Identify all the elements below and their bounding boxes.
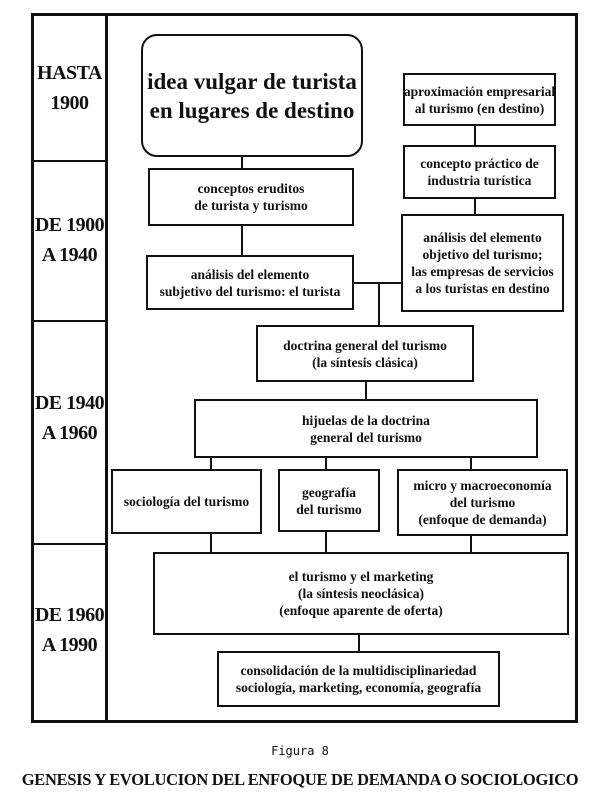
box-analisis-subjetivo: análisis del elemento subjetivo del turi… — [146, 255, 354, 310]
box-text: al turismo (en destino) — [414, 100, 545, 116]
box-text: en lugares de destino — [149, 97, 355, 123]
era-line: DE 1940 — [34, 392, 105, 414]
box-text: sociología, marketing, economía, geograf… — [235, 680, 482, 695]
era-line: 1900 — [50, 92, 90, 114]
era-line: A 1960 — [41, 422, 98, 444]
connector-line — [474, 198, 476, 215]
connector-line — [210, 458, 212, 470]
box-text: concepto práctico de — [420, 156, 539, 171]
box-text: (la síntesis neoclásica) — [298, 586, 424, 601]
period-separator — [31, 543, 107, 545]
box-text: (enfoque de demanda) — [418, 512, 547, 527]
box-text: industria turística — [427, 173, 532, 188]
box-text: consolidación de la multidisciplinarieda… — [240, 663, 477, 678]
connector-line — [470, 536, 472, 552]
era-line: DE 1960 — [34, 604, 105, 626]
box-text: geografía — [302, 484, 356, 500]
figure-label: Figura 8 — [271, 744, 329, 758]
box-concepto-practico: concepto práctico de industria turística — [403, 145, 556, 199]
box-sociologia: sociología del turismo — [111, 469, 262, 534]
box-consolidacion: consolidación de la multidisciplinarieda… — [217, 651, 500, 707]
box-hijuelas: hijuelas de la doctrina general del turi… — [194, 399, 538, 458]
connector-line — [210, 534, 212, 552]
connector-line — [241, 155, 243, 169]
box-text: del turismo — [296, 501, 362, 517]
connector-line — [358, 634, 360, 652]
box-marketing: el turismo y el marketing (la síntesis n… — [153, 552, 569, 635]
era-1900-1940: DE 1900 A 1940 — [34, 210, 105, 270]
box-text: análisis del elemento — [190, 266, 310, 282]
connector-line — [325, 458, 327, 470]
era-line: A 1990 — [41, 634, 98, 656]
box-text: a los turistas en destino — [415, 281, 550, 296]
box-text: de turista y turismo — [194, 198, 308, 213]
era-line: DE 1900 — [34, 214, 105, 236]
box-conceptos-eruditos: conceptos eruditos de turista y turismo — [148, 168, 354, 226]
era-1940-1960: DE 1940 A 1960 — [34, 388, 105, 448]
box-text: conceptos eruditos — [197, 181, 305, 196]
box-text: micro y macroeconomía — [413, 478, 552, 493]
connector-line — [474, 125, 476, 146]
connector-line — [241, 226, 243, 256]
period-separator — [31, 320, 107, 322]
box-text: hijuelas de la doctrina — [302, 412, 430, 428]
box-doctrina-general: doctrina general del turismo (la síntesi… — [256, 325, 474, 382]
box-text: sociología del turismo — [123, 494, 250, 509]
box-text: objetivo del turismo; — [422, 247, 543, 262]
era-line: HASTA — [37, 62, 102, 84]
box-text: subjetivo del turismo: el turista — [159, 283, 341, 299]
connector-line — [378, 282, 380, 326]
box-idea-vulgar: idea vulgar de turista en lugares de des… — [141, 34, 363, 157]
connector-line — [470, 458, 472, 470]
box-text: (la síntesis clásica) — [312, 354, 418, 370]
box-micro-macroeconomia: micro y macroeconomía del turismo (enfoq… — [397, 469, 568, 536]
box-text: del turismo — [449, 495, 516, 510]
box-text: aproximación empresarial — [403, 83, 556, 99]
box-text: análisis del elemento — [423, 230, 542, 245]
box-text: el turismo y el marketing — [288, 569, 434, 584]
box-text: doctrina general del turismo — [283, 337, 447, 353]
era-line: A 1940 — [41, 244, 98, 266]
box-geografia: geografía del turismo — [278, 469, 380, 532]
era-1960-1990: DE 1960 A 1990 — [34, 600, 105, 660]
connector-line — [325, 532, 327, 552]
period-separator — [31, 160, 107, 162]
figure-caption: GENESIS Y EVOLUCION DEL ENFOQUE DE DEMAN… — [21, 770, 579, 789]
diagram-frame — [31, 13, 578, 723]
connector-line — [365, 382, 367, 400]
box-text: (enfoque aparente de oferta) — [279, 603, 443, 618]
box-analisis-objetivo: análisis del elemento objetivo del turis… — [401, 214, 564, 312]
box-aproximacion-empresarial: aproximación empresarial al turismo (en … — [403, 73, 556, 126]
box-text: idea vulgar de turista — [147, 68, 357, 94]
period-column-divider — [105, 13, 108, 723]
box-text: general del turismo — [310, 429, 422, 445]
era-hasta-1900: HASTA 1900 — [34, 58, 105, 118]
box-text: las empresas de servicios — [411, 264, 554, 279]
